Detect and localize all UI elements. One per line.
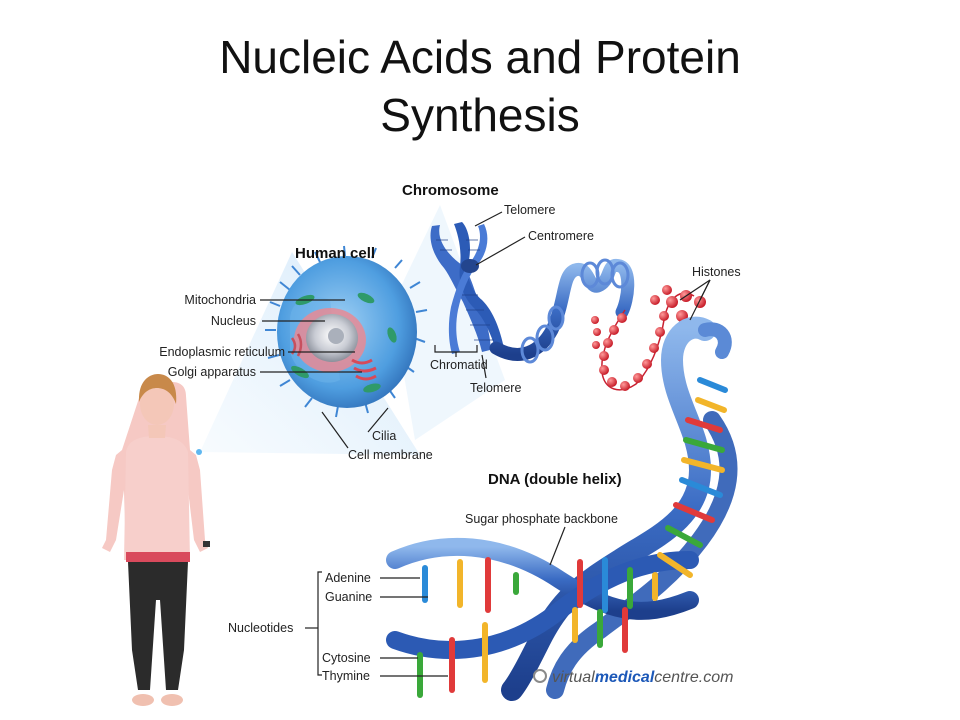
label-nucleus: Nucleus — [211, 314, 256, 328]
label-chromatid: Chromatid — [430, 358, 488, 372]
title-line-2: Synthesis — [380, 89, 580, 141]
leader-lines — [260, 211, 711, 677]
label-cytosine: Cytosine — [322, 651, 371, 665]
chromatin-fiber — [489, 258, 635, 364]
chromosome — [430, 222, 504, 354]
watermark-text: virtualmedicalcentre.com — [552, 669, 733, 686]
label-thymine: Thymine — [322, 669, 370, 683]
label-cilia: Cilia — [372, 429, 396, 443]
human-cell — [265, 245, 428, 418]
histone-beads — [591, 285, 706, 391]
label-sugar-phosphate-backbone: Sugar phosphate backbone — [465, 512, 618, 526]
label-telomere-bottom: Telomere — [470, 381, 521, 395]
label-endoplasmic-reticulum: Endoplasmic reticulum — [159, 345, 285, 359]
label-golgi-apparatus: Golgi apparatus — [168, 365, 256, 379]
label-nucleotides: Nucleotides — [228, 621, 293, 635]
label-histones: Histones — [692, 265, 741, 279]
label-mitochondria: Mitochondria — [184, 293, 256, 307]
magnify-cone-cell — [392, 205, 505, 440]
label-centromere: Centromere — [528, 229, 594, 243]
title-line-1: Nucleic Acids and Protein — [219, 31, 741, 83]
watermark-part-1: virtual — [552, 669, 595, 686]
slide-title: Nucleic Acids and Protein Synthesis — [0, 28, 960, 144]
label-adenine: Adenine — [325, 571, 371, 585]
watermark-part-3: centre.com — [654, 669, 733, 686]
label-telomere-top: Telomere — [504, 203, 555, 217]
human-figure — [102, 374, 210, 706]
header-chromosome: Chromosome — [402, 182, 499, 199]
header-human-cell: Human cell — [295, 245, 375, 262]
header-dna: DNA (double helix) — [488, 471, 622, 488]
label-cell-membrane: Cell membrane — [348, 448, 433, 462]
dna-double-helix — [386, 316, 738, 701]
label-guanine: Guanine — [325, 590, 372, 604]
watermark-part-2: medical — [595, 669, 655, 686]
watermark: virtualmedicalcentre.com — [533, 669, 733, 686]
